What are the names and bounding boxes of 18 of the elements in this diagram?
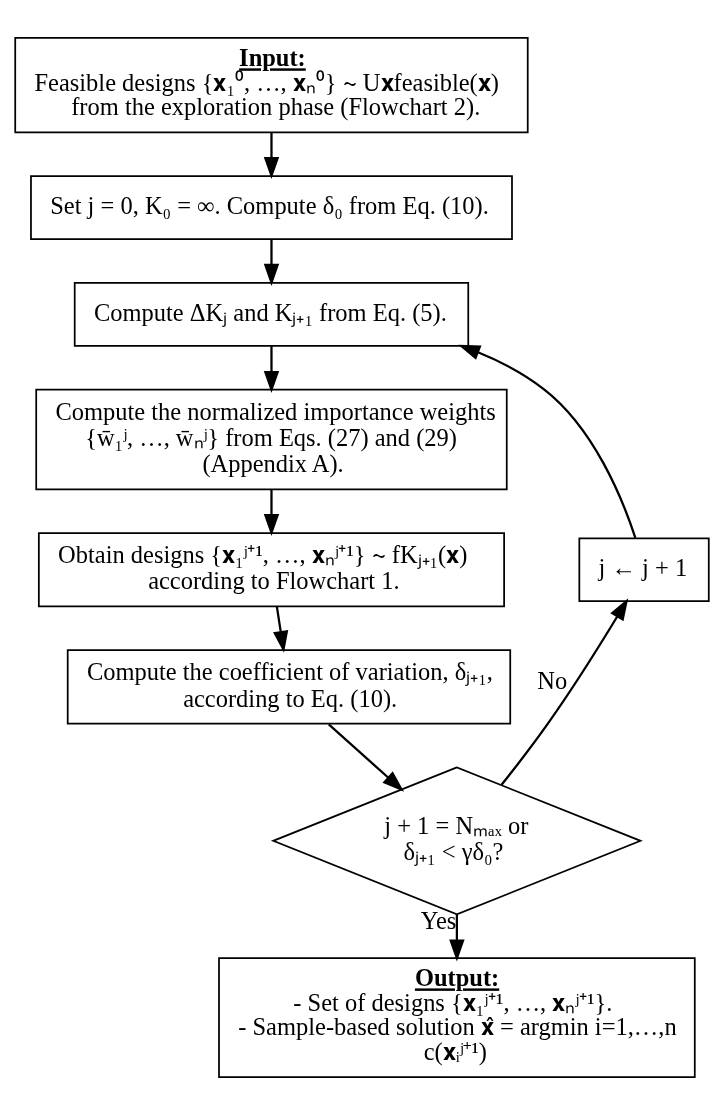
node-box: Set j = 0, K₀ = ∞. Compute δ₀ from Eq. (10). bbox=[30, 175, 513, 241]
node-box: Compute the coefficient of variation, δⱼ₊₁, according to Eq. (10). bbox=[66, 649, 512, 725]
node-box: Output: - Set of designs {𝐱₁ʲ⁺¹, …, 𝐱ₙʲ⁺¹}. - Sample-based solution 𝐱̂ = argmin i=1,…,n c(𝐱ᵢʲ⁺¹) bbox=[218, 957, 696, 1078]
node-box: Obtain designs {𝐱₁ʲ⁺¹, …, 𝐱ₙʲ⁺¹} ∼ fKⱼ₊₁(𝐱) according to Flowchart 1. bbox=[37, 532, 505, 608]
arrow bbox=[273, 606, 289, 653]
arrow bbox=[500, 598, 629, 786]
node-box: Compute the normalized importance weights {w̄₁ʲ, …, w̄ₙʲ} from Eqs. (27) and (29) (Appendix A). bbox=[35, 388, 508, 491]
node-box: j ← j + 1 bbox=[578, 537, 710, 603]
edge-label: No bbox=[537, 666, 568, 694]
arrow bbox=[263, 346, 280, 393]
arrow bbox=[263, 132, 280, 180]
arrow bbox=[263, 239, 280, 286]
arrow bbox=[449, 914, 465, 962]
node-box: Compute ΔKⱼ and Kⱼ₊₁ from Eq. (5). bbox=[73, 282, 470, 347]
arrow bbox=[458, 344, 637, 539]
arrow bbox=[328, 723, 405, 792]
arrow bbox=[263, 489, 280, 537]
node-box: Input: Feasible designs {𝐱₁⁰, …, 𝐱ₙ⁰} ∼ U𝐱feasible(𝐱) from the exploration phase (Flowchart 2). bbox=[14, 37, 529, 134]
